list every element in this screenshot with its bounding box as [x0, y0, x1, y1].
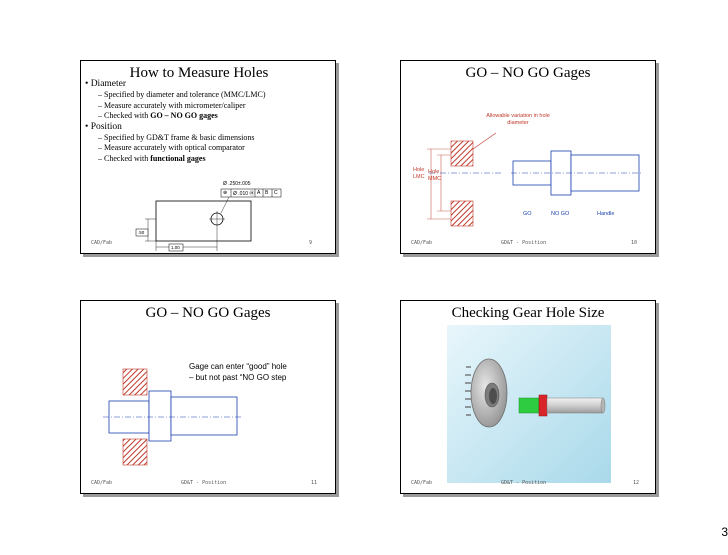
- sub-bullet-text: – Checked with: [98, 111, 151, 120]
- slide-how-to-measure-holes[interactable]: How to Measure Holes • Diameter – Specif…: [80, 60, 336, 254]
- go-nogo-diagram: [427, 132, 641, 227]
- plate-drawing: [135, 188, 282, 252]
- footer-left: CAD/Fab: [91, 480, 113, 486]
- label-go: GO: [523, 211, 532, 217]
- sub-bullet-bold: functional gages: [150, 153, 206, 163]
- sub-bullet: – Specified by diameter and tolerance (M…: [98, 90, 266, 99]
- sub-bullet: – Measure accurately with optical compar…: [98, 143, 245, 152]
- label-hole-mmc: Hole MMC: [428, 169, 442, 182]
- page-number: 3: [721, 525, 728, 539]
- slide-checking-gear-hole-size[interactable]: Checking Gear Hole Size: [400, 300, 656, 494]
- footer-page: 12: [633, 480, 640, 486]
- frame-cell-datum-c: C: [274, 190, 278, 196]
- frame-cell-tolerance: Ø .010 Ⓜ: [233, 191, 255, 197]
- sub-bullet: – Measure accurately with micrometer/cal…: [98, 100, 246, 110]
- sub-bullet: – Checked with GO – NO GO gages: [98, 111, 333, 122]
- footer-page: 10: [631, 240, 638, 246]
- frame-cell-datum-a: A: [257, 190, 261, 196]
- frame-cell-datum-b: B: [265, 190, 269, 196]
- dimension-horizontal: 1.00: [171, 245, 180, 250]
- slide-footer: CAD/Fab GD&T - Position 12: [401, 478, 655, 490]
- footer-left: CAD/Fab: [411, 240, 433, 246]
- size-callout: Ø .250±.005: [223, 181, 251, 187]
- label-handle: Handle: [597, 211, 615, 217]
- slide-footer: CAD/Fab 9: [81, 238, 335, 250]
- footer-mid: GD&T - Position: [501, 480, 547, 486]
- caption-line: – but not past “NO GO step: [189, 373, 287, 382]
- bullet-list: • Diameter – Specified by diameter and t…: [85, 79, 333, 164]
- bullet-position: • Position: [85, 121, 122, 132]
- footer-page: 11: [311, 480, 318, 486]
- slide-footer: CAD/Fab GD&T - Position 10: [401, 238, 655, 250]
- sub-bullet: – Checked with functional gages: [98, 154, 333, 165]
- slide-title: How to Measure Holes: [129, 65, 269, 81]
- dimension-vertical: .50: [138, 230, 145, 235]
- slide-title: GO – NO GO Gages: [465, 65, 591, 81]
- label-allowable-variation: Allowable variation in hole diameter: [486, 113, 550, 126]
- slide-go-nogo-gages-2[interactable]: GO – NO GO Gages Gage can enter “good” h…: [80, 300, 336, 494]
- sub-bullet-text: – Checked with: [98, 153, 151, 163]
- sub-bullet-bold: GO – NO GO gages: [150, 111, 218, 120]
- footer-page: 9: [309, 240, 313, 246]
- caption-line: Gage can enter “good” hole: [189, 362, 287, 371]
- gage-caption: Gage can enter “good” hole – but not pas…: [189, 361, 287, 383]
- gage-in-hole-diagram: [103, 368, 241, 466]
- slide-go-nogo-gages[interactable]: GO – NO GO Gages Allowable variation in …: [400, 60, 656, 254]
- sub-bullet: – Specified by GD&T frame & basic dimens…: [98, 132, 255, 142]
- footer-left: CAD/Fab: [411, 480, 433, 486]
- bullet-diameter: • Diameter: [85, 79, 127, 89]
- footer-mid: GD&T - Position: [501, 240, 547, 246]
- label-nogo: NO GO: [551, 211, 570, 217]
- label-hole-lmc: Hole LMC: [413, 167, 425, 180]
- slide-title: GO – NO GO Gages: [145, 305, 271, 321]
- footer-mid: GD&T - Position: [181, 480, 227, 486]
- slide-footer: CAD/Fab GD&T - Position 11: [81, 478, 335, 490]
- footer-left: CAD/Fab: [91, 240, 113, 246]
- gear-and-gage-render: [447, 325, 611, 483]
- frame-cell-symbol: ⊕: [223, 190, 228, 196]
- slide-title: Checking Gear Hole Size: [451, 305, 605, 321]
